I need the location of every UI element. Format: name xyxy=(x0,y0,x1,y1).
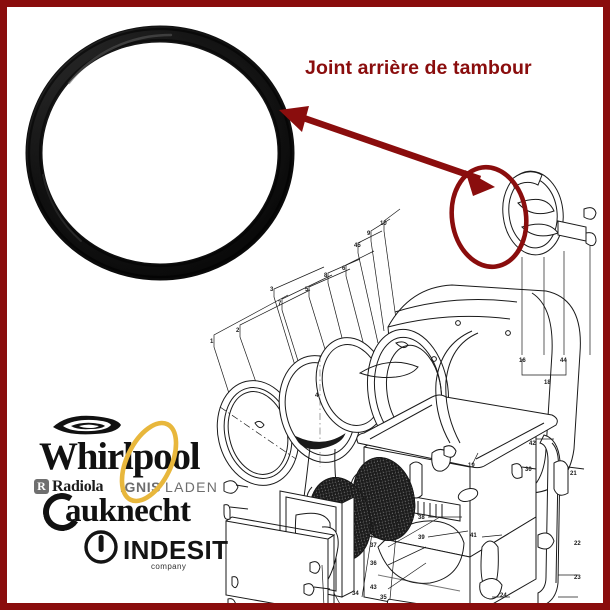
callout-number: 9 xyxy=(367,231,371,237)
callout-number: 6 xyxy=(342,266,346,272)
radiola-wordmark: Radiola xyxy=(52,478,104,495)
callout-number: 35 xyxy=(380,595,387,601)
callout-number: 23 xyxy=(574,575,581,581)
brand-logos: Whirlpool R Radiola IGNIS LADEN auknecht… xyxy=(29,411,247,577)
callout-number: 36 xyxy=(370,561,377,567)
whirlpool-wordmark: Whirlpool xyxy=(39,435,201,478)
callout-number: 43 xyxy=(370,585,377,591)
callout-number: 22 xyxy=(574,541,581,547)
callout-number: 39 xyxy=(418,535,425,541)
callout-number: 10 xyxy=(380,221,387,227)
callout-number: 4 xyxy=(315,393,319,399)
callout-number: 34 xyxy=(352,591,359,597)
diagram-highlight-ellipse xyxy=(449,164,529,270)
seal-ring-body xyxy=(25,25,295,281)
part-door-assembly xyxy=(225,490,355,603)
exploded-parts-diagram: .tn { font-family: "Liberation Sans", sa… xyxy=(192,147,603,603)
callout-number: 37 xyxy=(370,543,377,549)
callout-number: 3 xyxy=(270,287,274,293)
part-inner-seal-rings xyxy=(278,337,389,467)
callout-number: 45 xyxy=(354,243,361,249)
leader-lines-upper xyxy=(213,208,401,416)
part-small-hardware xyxy=(223,460,585,596)
product-photo-seal-ring xyxy=(21,25,299,283)
callout-number: 2 xyxy=(236,328,240,334)
callout-number: 7 xyxy=(278,301,282,307)
callout-number: 44 xyxy=(560,358,567,364)
indesit-wordmark: INDESIT xyxy=(123,535,229,565)
leader-lines-lower xyxy=(321,245,591,603)
indesit-company-label: company xyxy=(151,562,187,571)
whirlpool-swoosh-icon xyxy=(51,414,123,438)
callout-number: 19 xyxy=(468,463,475,469)
callout-number: 21 xyxy=(570,471,577,477)
indesit-power-icon xyxy=(83,529,119,565)
callout-number: 5 xyxy=(305,287,309,293)
callout-number: 16 xyxy=(519,358,526,364)
callout-number: 38 xyxy=(418,515,425,521)
callout-number: 1 xyxy=(210,339,214,345)
callout-number: 24 xyxy=(500,593,507,599)
callout-number: 8 xyxy=(324,273,328,279)
callout-number: 42 xyxy=(529,441,536,447)
callout-number: 41 xyxy=(470,533,477,539)
content-stage: .tn { font-family: "Liberation Sans", sa… xyxy=(7,7,603,603)
callout-number: 30 xyxy=(525,467,532,473)
page-title: Joint arrière de tambour xyxy=(305,57,532,79)
radiola-badge-icon: R xyxy=(34,479,49,494)
callout-number: 18 xyxy=(544,380,551,386)
part-duct-hose xyxy=(435,330,479,444)
bauknecht-wordmark: auknecht xyxy=(65,493,191,529)
